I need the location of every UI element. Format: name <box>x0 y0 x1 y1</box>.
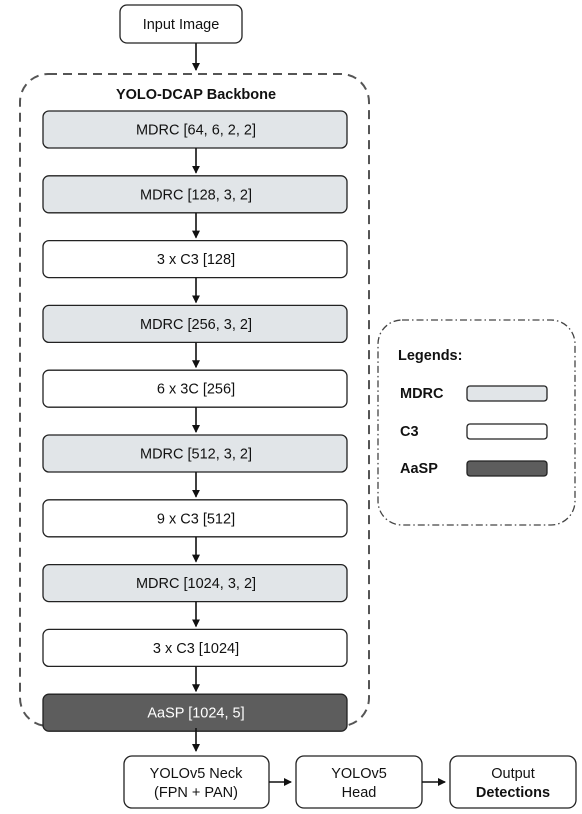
layer-c3-9: 3 x C3 [1024] <box>42 628 348 668</box>
legend: Legends: MDRC C3 AaSP <box>377 319 576 526</box>
layer-c3-7: 9 x C3 [512] <box>42 499 348 538</box>
layer-label: MDRC [512, 3, 2] <box>140 447 252 463</box>
legend-label-aasp: AaSP <box>400 461 438 477</box>
input-image-node: Input Image <box>119 4 243 44</box>
layer-mdrc-6: MDRC [512, 3, 2] <box>42 434 348 473</box>
layer-box <box>42 628 348 668</box>
head-line2: Head <box>342 785 377 801</box>
input-image-label: Input Image <box>143 17 220 33</box>
neck-node: YOLOv5 Neck (FPN + PAN) <box>123 755 270 809</box>
layer-box <box>42 693 348 732</box>
layer-box <box>42 304 348 344</box>
legend-title: Legends: <box>398 348 462 364</box>
backbone-layers: MDRC [64, 6, 2, 2] MDRC [128, 3, 2] 3 x C3… <box>42 110 348 732</box>
backbone-title: YOLO-DCAP Backbone <box>116 87 276 103</box>
layer-c3-3: 3 x C3 [128] <box>42 239 348 279</box>
head-node: YOLOv5 Head <box>295 755 423 809</box>
output-line1: Output <box>491 766 535 782</box>
legend-container <box>377 319 576 526</box>
layer-label: 3 x C3 [1024] <box>153 641 239 657</box>
neck-line2: (FPN + PAN) <box>154 785 238 801</box>
legend-label-mdrc: MDRC <box>400 386 444 402</box>
layer-mdrc-1: MDRC [64, 6, 2, 2] <box>42 110 348 149</box>
layer-box <box>42 499 348 538</box>
neck-line1: YOLOv5 Neck <box>150 766 243 782</box>
layer-label: MDRC [128, 3, 2] <box>140 187 252 203</box>
layer-mdrc-4: MDRC [256, 3, 2] <box>42 304 348 344</box>
layer-label: MDRC [256, 3, 2] <box>140 317 252 333</box>
layer-label: 9 x C3 [512] <box>157 511 235 527</box>
legend-swatch-aasp <box>466 460 548 477</box>
layer-label: AaSP [1024, 5] <box>147 706 244 722</box>
layer-box <box>42 563 348 603</box>
legend-label-c3: C3 <box>400 424 419 440</box>
layer-box <box>42 369 348 408</box>
backbone-container <box>19 73 370 727</box>
layer-label: 6 x 3C [256] <box>157 382 235 398</box>
layer-c3-5: 6 x 3C [256] <box>42 369 348 408</box>
layer-label: 3 x C3 [128] <box>157 252 235 268</box>
layer-box <box>42 239 348 279</box>
head-line1: YOLOv5 <box>331 766 387 782</box>
legend-swatch-c3 <box>466 423 548 440</box>
layer-box <box>42 110 348 149</box>
legend-swatch-mdrc <box>466 385 548 402</box>
output-node: Output Detections <box>449 755 577 809</box>
layer-box <box>42 434 348 473</box>
layer-label: MDRC [64, 6, 2, 2] <box>136 123 256 139</box>
output-line2: Detections <box>476 785 550 801</box>
layer-mdrc-2: MDRC [128, 3, 2] <box>42 175 348 214</box>
layer-box <box>42 175 348 214</box>
layer-aasp-10: AaSP [1024, 5] <box>42 693 348 732</box>
layer-mdrc-8: MDRC [1024, 3, 2] <box>42 563 348 603</box>
layer-label: MDRC [1024, 3, 2] <box>136 576 256 592</box>
